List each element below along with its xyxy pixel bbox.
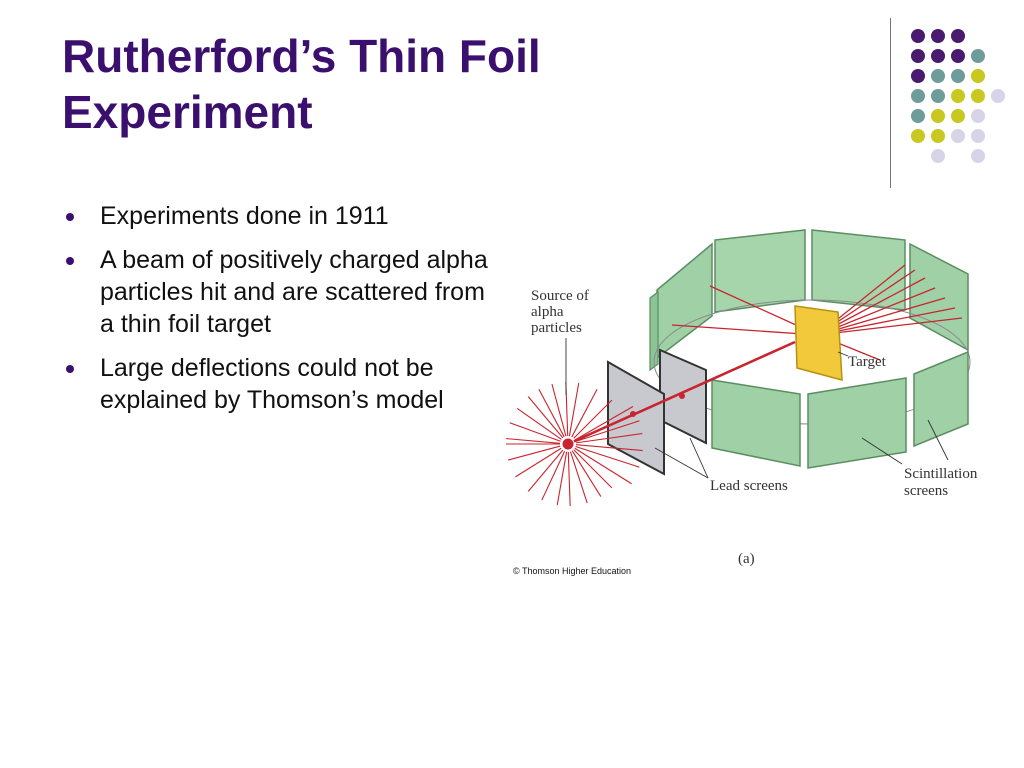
decor-dot <box>911 69 925 83</box>
label-scintillation-line-2: screens <box>904 483 948 499</box>
label-source-line-2: alpha <box>531 304 564 320</box>
source-ray <box>527 449 564 492</box>
rutherford-apparatus-diagram: Source of alpha particles Target Lead sc… <box>506 229 981 567</box>
image-credit: © Thomson Higher Education <box>513 566 632 576</box>
scintillation-screen <box>811 229 906 311</box>
decor-dot <box>931 109 945 123</box>
beam-hole <box>679 393 685 399</box>
source-ray <box>575 445 640 468</box>
scintillation-screen <box>909 242 969 352</box>
decor-dot <box>911 109 925 123</box>
title-line-1: Rutherford’s Thin Foil <box>62 30 541 82</box>
decor-dot <box>971 129 985 143</box>
bullet-item: A beam of positively charged alpha parti… <box>64 244 504 340</box>
decor-dot <box>931 149 945 163</box>
source-ray <box>573 399 613 439</box>
alpha-source <box>561 437 575 451</box>
source-ray <box>571 450 602 497</box>
decor-dot <box>911 49 925 63</box>
decor-dot <box>991 89 1005 103</box>
scintillation-screen <box>656 242 713 360</box>
alpha-beam <box>567 340 796 446</box>
slide-title: Rutherford’s Thin Foil Experiment <box>62 28 822 140</box>
decor-dot <box>951 49 965 63</box>
decor-dot <box>931 49 945 63</box>
label-source-line-1: Source of <box>531 288 589 304</box>
source-ray <box>574 447 632 485</box>
source-ray <box>567 451 571 506</box>
source-ray <box>541 451 566 501</box>
label-scintillation-screens: Scintillation screens <box>904 466 981 499</box>
scintillation-screen <box>649 290 659 372</box>
source-ray <box>575 444 643 452</box>
source-ray <box>538 388 565 438</box>
decor-dot <box>971 69 985 83</box>
scintillation-screen <box>711 379 801 467</box>
source-ray <box>509 422 561 442</box>
source-ray <box>551 383 567 437</box>
scintillation-screen <box>807 377 907 469</box>
vertical-divider <box>890 18 891 188</box>
target-foil <box>794 305 843 381</box>
label-lead-screens: Lead screens <box>710 478 788 494</box>
source-ray <box>516 407 562 440</box>
beam-hole <box>630 411 636 417</box>
decor-dot <box>951 89 965 103</box>
decor-dot <box>951 69 965 83</box>
bullet-text: Large deflections could not be explained… <box>100 354 444 414</box>
decor-dot <box>971 49 985 63</box>
decor-dot <box>931 29 945 43</box>
leader-lines <box>565 338 949 479</box>
source-ray <box>575 433 643 444</box>
source-ray <box>506 438 561 444</box>
label-source: Source of alpha particles <box>531 288 593 336</box>
source-ray <box>574 406 634 441</box>
source-ray <box>515 447 562 478</box>
lead-screen <box>607 360 665 476</box>
label-source-line-3: particles <box>531 320 582 336</box>
decor-dot <box>931 129 945 143</box>
label-scintillation-line-1: Scintillation <box>904 466 978 482</box>
label-panel: (a) <box>738 551 755 567</box>
decor-dot <box>971 149 985 163</box>
source-ray <box>568 382 580 437</box>
scintillation-screens-front <box>711 350 969 469</box>
source-ray <box>573 449 613 489</box>
decor-dot <box>971 109 985 123</box>
bullet-list: Experiments done in 1911 A beam of posit… <box>64 200 504 428</box>
bullet-text: Experiments done in 1911 <box>100 202 389 230</box>
scintillation-screens-back <box>649 229 969 372</box>
source-ray <box>569 451 588 504</box>
source-ray <box>575 420 640 443</box>
decor-dot <box>951 129 965 143</box>
decor-dot <box>951 29 965 43</box>
decor-dot <box>911 89 925 103</box>
bullet-dot-icon <box>66 365 74 373</box>
bullet-text: A beam of positively charged alpha parti… <box>100 246 488 338</box>
source-ray <box>571 388 598 438</box>
decor-dot <box>911 129 925 143</box>
decor-dot <box>971 89 985 103</box>
bullet-item: Experiments done in 1911 <box>64 200 504 232</box>
source-ray <box>527 396 564 439</box>
scintillation-screen <box>913 350 969 448</box>
decor-dot <box>911 29 925 43</box>
title-line-2: Experiment <box>62 86 313 138</box>
source-ray <box>556 451 568 506</box>
decor-dot <box>931 89 945 103</box>
bullet-dot-icon <box>66 257 74 265</box>
decor-dot <box>931 69 945 83</box>
decor-dot <box>951 109 965 123</box>
source-ray <box>507 445 561 461</box>
scintillation-screen <box>714 229 806 313</box>
bullet-dot-icon <box>66 213 74 221</box>
label-target: Target <box>848 354 887 370</box>
bullet-item: Large deflections could not be explained… <box>64 352 504 416</box>
